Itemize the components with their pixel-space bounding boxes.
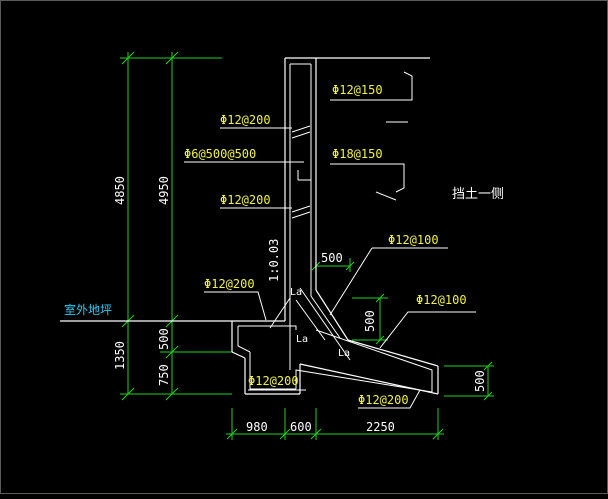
- rebar-label-toe-top: Φ12@200: [204, 277, 255, 291]
- lap-label-b: La: [296, 334, 308, 345]
- backfill-side-label: 挡土一侧: [452, 187, 504, 202]
- dimension-texts: 4850 4950 1350 500 750 980 600 2250 500 …: [113, 176, 487, 434]
- dim-base-total: 1350: [113, 341, 127, 370]
- rebar-label-diagonal: Φ12@100: [388, 233, 439, 247]
- wall-outline: [60, 57, 439, 395]
- lap-label-c: La: [338, 348, 350, 359]
- dim-heel-width: 2250: [366, 420, 395, 434]
- dim-stem-width: 600: [290, 420, 312, 434]
- dim-base-upper: 500: [157, 328, 171, 350]
- lap-label-a: La: [290, 287, 302, 298]
- lap-labels: La La La: [290, 287, 350, 359]
- rebar-label-back-vertical: Φ12@150: [332, 83, 383, 97]
- dim-haunch-height: 500: [363, 310, 377, 332]
- dim-base-lower: 750: [157, 364, 171, 386]
- rebar-label-heel-bottom: Φ12@200: [358, 393, 409, 407]
- rebar-label-front-mid: Φ12@200: [220, 193, 271, 207]
- dim-toe-width: 980: [246, 420, 268, 434]
- ground-level-label: 室外地坪: [64, 302, 112, 317]
- rebar-lines: [237, 63, 433, 393]
- dim-heel-end: 500: [473, 370, 487, 392]
- dim-haunch-width: 500: [321, 251, 343, 265]
- rebar-labels: Φ12@150 Φ12@200 Φ6@500@500 Φ18@150 Φ12@2…: [184, 83, 467, 407]
- rebar-label-toe-bottom: Φ12@200: [248, 374, 299, 388]
- leader-lines: [184, 71, 476, 409]
- dim-inner-height: 4950: [157, 176, 171, 205]
- rebar-label-tie-bars: Φ6@500@500: [184, 147, 256, 161]
- dim-outer-height: 4850: [113, 176, 127, 205]
- slope-label: 1:0.03: [267, 239, 281, 282]
- rebar-label-front-top: Φ12@200: [220, 113, 271, 127]
- rebar-label-back-lower: Φ18@150: [332, 147, 383, 161]
- rebar-label-heel-top: Φ12@100: [416, 293, 467, 307]
